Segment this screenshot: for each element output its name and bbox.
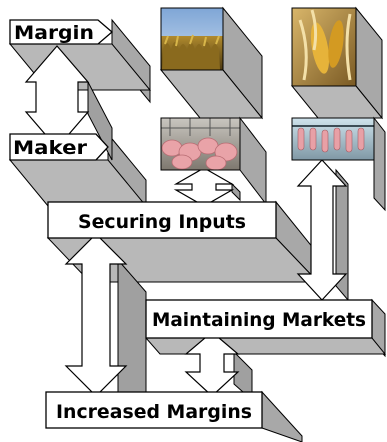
maintaining-markets-label: Maintaining Markets — [152, 309, 366, 331]
increased-margins-box: Increased Margins — [45, 391, 263, 429]
securing-inputs-box: Securing Inputs — [47, 201, 277, 239]
markets-margins-arrow — [184, 331, 253, 402]
shadow-layer — [8, 6, 387, 442]
maintaining-markets-box: Maintaining Markets — [145, 299, 373, 339]
processing-line-photo — [291, 117, 375, 161]
margin-label: Margin — [14, 22, 94, 44]
maker-label: Maker — [13, 137, 88, 159]
margin-label-box: Margin — [9, 19, 113, 45]
increased-margins-label: Increased Margins — [56, 401, 252, 423]
maker-label-box: Maker — [9, 133, 109, 161]
margin-maker-arrow — [24, 45, 113, 161]
securing-inputs-label: Securing Inputs — [78, 211, 246, 233]
hog-barn-photo — [160, 117, 241, 171]
soybean-field-photo — [160, 7, 224, 71]
hog-inputs-arrow — [173, 167, 241, 207]
corn-cob-photo — [291, 7, 357, 87]
processing-markets-arrow — [296, 159, 349, 302]
